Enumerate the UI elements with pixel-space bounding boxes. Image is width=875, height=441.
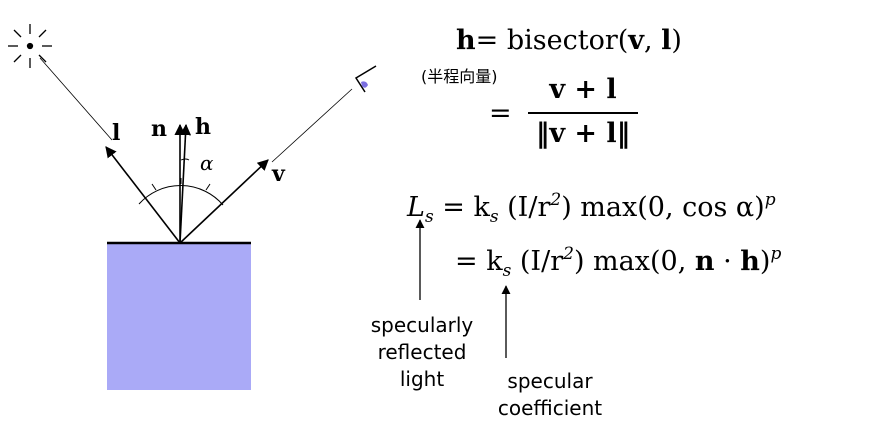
light-source-icon (8, 24, 52, 68)
eq-line2-pre: = k (455, 246, 503, 277)
eq-line2-h: h (740, 246, 760, 277)
light-ray (39, 57, 113, 141)
eq-line2-dot: · (714, 246, 741, 277)
eq-bisector-close: ) (671, 25, 682, 56)
eq-L-subscript: s (424, 207, 434, 227)
equation-bisector: h= bisector(v, l) (456, 27, 682, 54)
eq-line2-ks-subscript: s (502, 261, 512, 281)
eq-line1-pre: = k (433, 192, 490, 223)
fraction-denominator: ‖v + l‖ (535, 118, 631, 149)
angle-tick (205, 183, 211, 191)
eq-line2-square: 2 (563, 244, 574, 264)
eq-line2-close: ) (759, 246, 771, 277)
eq-L: L (407, 192, 425, 223)
eq-h-symbol: h (456, 25, 476, 56)
eq-bisector-comma: , (643, 25, 662, 56)
vector-h-arrow (179, 123, 192, 244)
label-h: h (195, 114, 211, 140)
equation-specular-line1: Ls = ks (I/r2) max(0, cos α)p (407, 192, 776, 226)
caption-line: coefficient (497, 396, 603, 420)
eye-icon (354, 65, 377, 93)
angle-arc (138, 185, 224, 206)
eq-line2-exponent: p (770, 244, 782, 264)
caption-line: specularly (370, 313, 474, 337)
label-n: n (151, 116, 167, 142)
eq-line2-mid: (I/r (511, 246, 564, 277)
caption-specularly-reflected-light: specularly reflected light (362, 312, 482, 393)
angle-tick (151, 183, 157, 191)
caption-line: reflected (377, 340, 467, 364)
alpha-arc (180, 158, 190, 161)
caption-specular-coefficient: specular coefficient (490, 368, 610, 422)
eq-line2-n: n (694, 246, 715, 277)
fraction-numerator: v + l (549, 74, 617, 105)
surface-block (107, 243, 251, 390)
label-alpha: α (200, 151, 214, 175)
vector-l-arrow (105, 146, 181, 244)
eq-bisector-l: l (661, 25, 672, 56)
label-l: l (112, 120, 120, 146)
fraction-bar (528, 112, 638, 114)
equation-normalized-equals: = (489, 98, 512, 129)
vector-v-arrow (179, 159, 269, 244)
view-ray (271, 88, 353, 163)
eq-bisector-text: = bisector( (475, 25, 629, 56)
label-v: v (271, 161, 286, 187)
eq-ks-subscript: s (489, 207, 499, 227)
eq-line1-post: ) max(0, cos α) (561, 192, 765, 223)
eq-line1-square: 2 (550, 190, 562, 210)
equation-specular-line2: = ks (I/r2) max(0, n · h)p (455, 246, 781, 280)
half-vector-note: (半程向量) (421, 67, 498, 86)
eq-line1-mid: (I/r (498, 192, 551, 223)
caption-line: light (399, 367, 445, 391)
eq-bisector-v: v (628, 25, 644, 56)
eq-line2-max: ) max(0, (573, 246, 695, 277)
eq-line1-exponent: p (764, 190, 776, 210)
caption-line: specular (507, 369, 593, 393)
